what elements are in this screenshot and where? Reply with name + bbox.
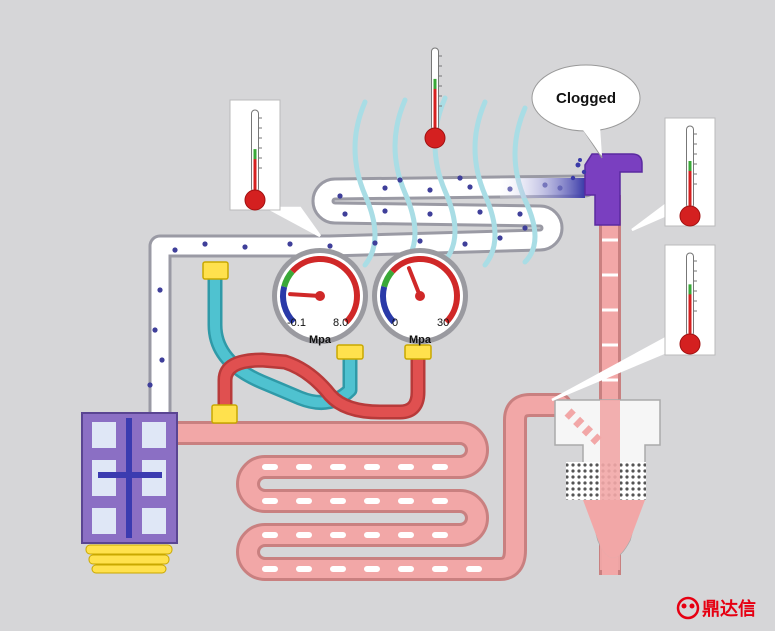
refrigerant-dot bbox=[517, 211, 523, 217]
refrigerant-dot bbox=[202, 241, 208, 247]
refrigerant-dot bbox=[462, 241, 468, 247]
high-pressure-gauge: 0 30 Mpa bbox=[372, 248, 468, 346]
thermometer-evaporator-inlet bbox=[679, 252, 701, 355]
refrigerant-dot bbox=[382, 185, 388, 191]
refrigerant-dot bbox=[342, 211, 348, 217]
compressor-unit bbox=[81, 412, 178, 574]
low-pressure-needle bbox=[288, 292, 322, 298]
evaporator-coil bbox=[163, 393, 572, 581]
high-gauge-min-label: 0 bbox=[392, 317, 398, 329]
thermometer-ambient bbox=[424, 47, 446, 149]
high-gauge-unit-label: Mpa bbox=[409, 334, 432, 346]
high-gauge-max-label: 30 bbox=[437, 317, 449, 329]
brand-text: 鼎达信 bbox=[702, 598, 756, 620]
refrigerant-dot bbox=[427, 187, 433, 193]
refrigerant-dot bbox=[147, 382, 153, 388]
refrigerant-dot bbox=[382, 208, 388, 214]
condenser-coil bbox=[148, 174, 597, 424]
refrigerant-dot bbox=[497, 235, 503, 241]
low-gauge-max-label: 8.0 bbox=[333, 317, 348, 329]
refrigerant-dot bbox=[457, 175, 463, 181]
refrigerant-dot bbox=[522, 225, 528, 231]
refrigerant-dot bbox=[372, 240, 378, 246]
low-gauge-min-label: -0.1 bbox=[287, 317, 306, 329]
brand-logo: 鼎达信 bbox=[676, 596, 756, 620]
refrigerant-dot bbox=[427, 211, 433, 217]
refrigerant-dots bbox=[147, 175, 563, 388]
refrigerant-dot bbox=[242, 244, 248, 250]
refrigerant-dot bbox=[172, 247, 178, 253]
refrigerant-dot bbox=[467, 184, 473, 190]
refrigerant-dot bbox=[417, 238, 423, 244]
refrigerant-dot bbox=[287, 241, 293, 247]
refrigerant-dot bbox=[337, 193, 343, 199]
hose-fittings bbox=[202, 261, 432, 424]
refrigerant-dot bbox=[159, 357, 165, 363]
thermometer-capillary-outlet bbox=[679, 125, 701, 227]
clogged-fitting bbox=[500, 153, 643, 226]
low-gauge-unit-label: Mpa bbox=[309, 334, 332, 346]
low-pressure-gauge: -0.1 8.0 Mpa bbox=[272, 248, 368, 346]
filter-drier bbox=[554, 399, 661, 570]
refrigerant-dot bbox=[157, 287, 163, 293]
clogged-callout: Clogged bbox=[531, 64, 641, 159]
thermometer-condenser bbox=[244, 109, 266, 211]
refrigerant-dot bbox=[477, 209, 483, 215]
clogged-label: Clogged bbox=[556, 90, 616, 107]
service-hoses bbox=[207, 268, 426, 420]
refrigerant-dot bbox=[397, 177, 403, 183]
thermometer-set bbox=[244, 47, 701, 355]
refrigerant-dot bbox=[152, 327, 158, 333]
refrigerant-dot bbox=[327, 243, 333, 249]
heat-waves bbox=[352, 95, 538, 268]
